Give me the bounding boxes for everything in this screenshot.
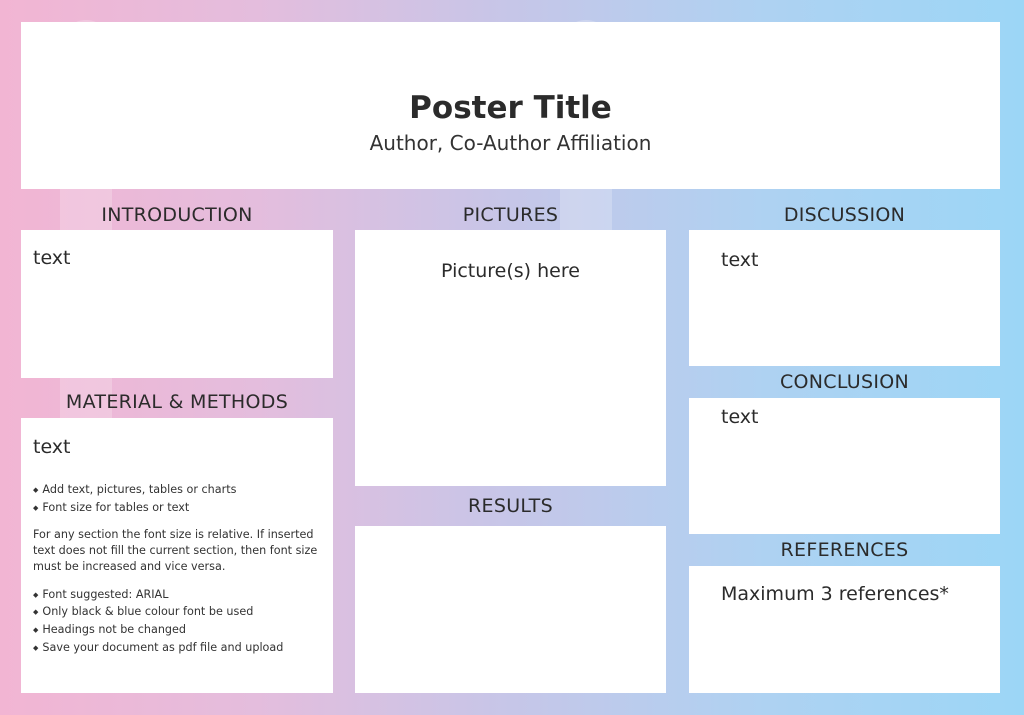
methods-panel: text Add text, pictures, tables or chart…	[21, 418, 333, 693]
introduction-text: text	[33, 247, 71, 269]
conclusion-heading: CONCLUSION	[779, 371, 910, 393]
instruction-item: Headings not be changed	[33, 622, 333, 640]
instruction-item: Font size for tables or text	[33, 500, 333, 518]
pictures-heading: PICTURES	[462, 204, 559, 226]
results-heading: RESULTS	[468, 495, 553, 517]
introduction-panel: text	[21, 230, 333, 378]
references-panel: Maximum 3 references*	[689, 566, 1000, 693]
pictures-text: Picture(s) here	[441, 260, 580, 282]
references-heading: REFERENCES	[780, 539, 909, 561]
discussion-text: text	[721, 249, 759, 271]
methods-heading: MATERIAL & METHODS	[65, 391, 289, 413]
discussion-heading: DISCUSSION	[783, 204, 906, 226]
poster-title: Poster Title	[409, 90, 612, 126]
instruction-item: Save your document as pdf file and uploa…	[33, 640, 333, 658]
poster-authors: Author, Co-Author Affiliation	[369, 131, 652, 155]
title-panel: Poster Title Author, Co-Author Affiliati…	[21, 22, 1000, 189]
instruction-item: Add text, pictures, tables or charts	[33, 482, 333, 500]
methods-text: text	[33, 436, 71, 458]
pictures-panel: Picture(s) here	[355, 230, 666, 486]
discussion-panel: text	[689, 230, 1000, 366]
conclusion-text: text	[721, 406, 759, 428]
methods-instructions: Add text, pictures, tables or charts Fon…	[33, 482, 333, 657]
conclusion-panel: text	[689, 398, 1000, 534]
instruction-item: Only black & blue colour font be used	[33, 604, 333, 622]
introduction-heading: INTRODUCTION	[101, 204, 253, 226]
instruction-paragraph: For any section the font size is relativ…	[33, 528, 318, 573]
references-text: Maximum 3 references*	[721, 583, 949, 605]
instruction-item: Font suggested: ARIAL	[33, 587, 333, 605]
results-panel	[355, 526, 666, 693]
